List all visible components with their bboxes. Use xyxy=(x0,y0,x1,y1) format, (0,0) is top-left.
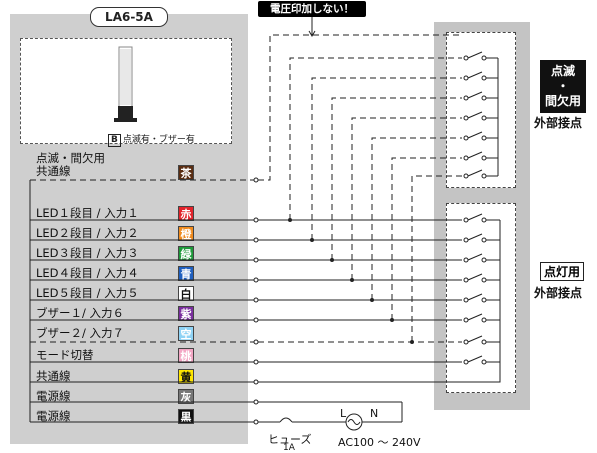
wire-color-swatch: 黒 xyxy=(178,409,194,424)
steady-switch xyxy=(463,213,487,365)
model-label: LA6-5A xyxy=(90,7,168,27)
power-L-label: L xyxy=(340,407,347,420)
row-label-mode: モード切替 xyxy=(36,348,94,362)
row-label-led2: LED２段目 / 入力２ xyxy=(36,226,139,240)
row-label-led5: LED５段目 / 入力５ xyxy=(36,286,139,300)
row-label-led1: LED１段目 / 入力１ xyxy=(36,206,139,220)
blink-contact-tag: 点滅 ・ 間欠用 xyxy=(540,60,586,113)
blink-contact-caption: 外部接点 xyxy=(534,116,583,130)
row-label-power2: 電源線 xyxy=(36,409,71,423)
blink-contact-box xyxy=(446,32,516,188)
blink-tag-dot: ・ xyxy=(556,79,569,93)
blink-tag-line2: 間欠用 xyxy=(544,94,581,108)
fuse-rating: 1A xyxy=(283,443,295,453)
row-label-buzzer1: ブザー１/ 入力６ xyxy=(36,306,125,320)
steady-contact-caption: 外部接点 xyxy=(534,286,583,300)
blink-switch xyxy=(463,51,487,179)
row-label-common: 共通線 xyxy=(36,369,71,383)
signal-tower-icon xyxy=(114,46,137,122)
row-label-blink-common: 点滅・間欠用 xyxy=(36,151,105,165)
row-label-buzzer2: ブザー２/ 入力７ xyxy=(36,326,125,340)
power-spec: AC100 ～ 240V xyxy=(338,436,421,449)
row-label-led3: LED３段目 / 入力３ xyxy=(36,246,139,260)
wire-color-swatch: 黄 xyxy=(178,369,194,384)
device-illustration-box xyxy=(20,38,232,144)
wire-color-swatch: 灰 xyxy=(178,389,194,404)
wire-color-swatch: 空 xyxy=(178,326,194,341)
wire-color-swatch: 橙 xyxy=(178,226,194,241)
row-label-led4: LED４段目 / 入力４ xyxy=(36,266,139,280)
blink-tag-line1: 点滅 xyxy=(550,64,575,78)
steady-contact-tag: 点灯用 xyxy=(540,262,585,281)
device-caption-box: B xyxy=(108,134,121,147)
row-label-blink-common-2: 共通線 xyxy=(36,164,71,178)
power-N-label: N xyxy=(370,407,379,420)
row-label-power1: 電源線 xyxy=(36,389,71,403)
warning-label: 電圧印加しない！ xyxy=(258,1,366,17)
fuse-label: ヒューズ xyxy=(268,433,312,446)
device-caption-text: 点滅有・ブザー有 xyxy=(122,135,195,145)
